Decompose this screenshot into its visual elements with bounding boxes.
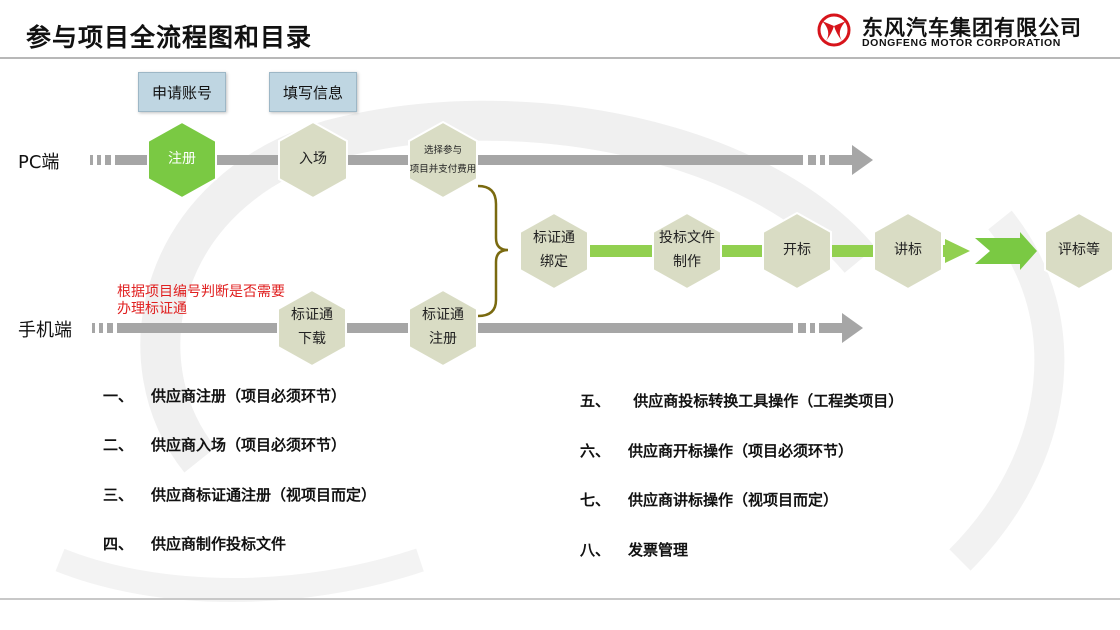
toc-item-text: 供应商开标操作（项目必须环节） [628, 442, 854, 460]
step-evaluate: 评标等 [1043, 211, 1115, 291]
step-open-bid-label: 开标 [783, 242, 811, 259]
toc-item-text: 供应商讲标操作（视项目而定） [628, 491, 839, 509]
toc-item-number: 一、 [103, 387, 134, 405]
toc-item-number: 三、 [103, 486, 134, 504]
page-title: 参与项目全流程图和目录 [26, 23, 313, 52]
toc-item-number: 二、 [103, 436, 134, 454]
step-evaluate-label: 评标等 [1058, 242, 1100, 259]
toc-item-text: 供应商入场（项目必须环节） [151, 436, 347, 454]
toc-item-number: 六、 [580, 442, 611, 460]
toc-item-text: 供应商注册（项目必须环节） [151, 387, 347, 405]
toc-item[interactable]: 六、供应商开标操作（项目必须环节） [580, 440, 853, 461]
note-text: 根据项目编号判断是否需要办理标证通 [117, 284, 285, 317]
footer-divider [0, 598, 1120, 600]
logo-english-name: DONGFENG MOTOR CORPORATION [862, 37, 1061, 49]
step-register: 注册 [146, 120, 218, 200]
toc-item-text: 供应商投标转换工具操作（工程类项目） [628, 392, 904, 410]
fill-info-tag: 填写信息 [269, 72, 357, 112]
toc-item-text: 供应商制作投标文件 [151, 535, 287, 553]
step-mobile-register-label: 标证通 注册 [422, 307, 464, 347]
step-bind-label: 标证通 绑定 [533, 230, 575, 270]
toc-item[interactable]: 二、供应商入场（项目必须环节） [103, 434, 346, 455]
step-mobile-register: 标证通 注册 [407, 288, 479, 368]
step-open-bid: 开标 [761, 211, 833, 291]
toc-item[interactable]: 一、供应商注册（项目必须环节） [103, 385, 346, 406]
dongfeng-logo-icon [817, 13, 851, 47]
step-present-bid-label: 讲标 [894, 242, 922, 259]
toc-item[interactable]: 七、供应商讲标操作（视项目而定） [580, 489, 838, 510]
step-bind: 标证通 绑定 [518, 211, 590, 291]
company-logo: 东风汽车集团有限公司 DONGFENG MOTOR CORPORATION [812, 12, 1112, 50]
mobile-row-label: 手机端 [18, 320, 72, 341]
step-make-bid: 投标文件 制作 [651, 211, 723, 291]
toc-item[interactable]: 五、 供应商投标转换工具操作（工程类项目） [580, 390, 903, 411]
merge-bracket [477, 184, 509, 318]
step-enter: 入场 [277, 120, 349, 200]
toc-item-number: 八、 [580, 541, 611, 559]
header-divider [0, 57, 1120, 59]
toc-item-number: 七、 [580, 491, 611, 509]
toc-item-text: 发票管理 [628, 541, 689, 559]
step-register-label: 注册 [168, 151, 196, 168]
toc-item-number: 四、 [103, 535, 134, 553]
step-enter-label: 入场 [299, 151, 327, 168]
logo-chinese-name: 东风汽车集团有限公司 [862, 16, 1082, 40]
toc-item[interactable]: 八、发票管理 [580, 539, 688, 560]
step-download-label: 标证通 下载 [291, 307, 333, 347]
step-download: 标证通 下载 [276, 288, 348, 368]
step-select-pay: 选择参与 项目并支付费用 [407, 120, 479, 200]
apply-account-tag: 申请账号 [138, 72, 226, 112]
pc-row-label: PC端 [18, 152, 60, 173]
step-select-pay-label: 选择参与 项目并支付费用 [409, 145, 477, 175]
step-make-bid-label: 投标文件 制作 [659, 230, 715, 270]
toc-item[interactable]: 四、供应商制作投标文件 [103, 533, 286, 554]
toc-item-text: 供应商标证通注册（视项目而定） [151, 486, 377, 504]
toc-item-number: 五、 [580, 392, 611, 410]
step-present-bid: 讲标 [872, 211, 944, 291]
toc-item[interactable]: 三、供应商标证通注册（视项目而定） [103, 484, 376, 505]
